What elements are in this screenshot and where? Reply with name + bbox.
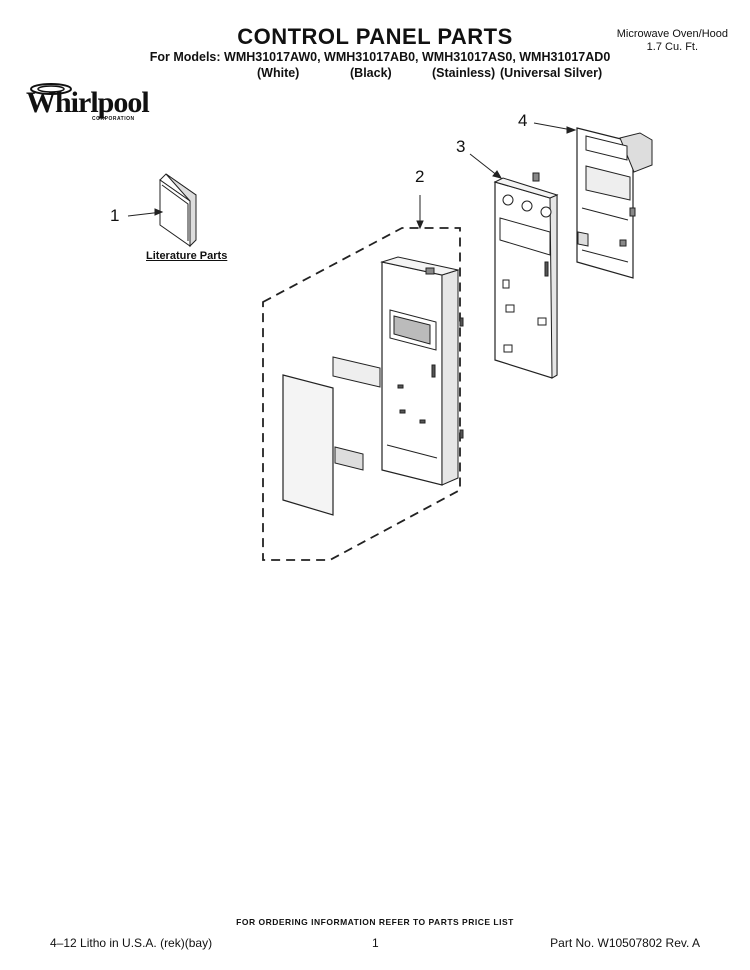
logo-corporation: CORPORATION [92, 116, 135, 122]
ribbon-connector [334, 446, 364, 471]
models-line: For Models: WMH31017AW0, WMH31017AB0, WM… [149, 50, 611, 64]
callout-1: 1 [110, 206, 120, 225]
color-label-white: (White) [257, 66, 300, 80]
part-2-control-panel [380, 256, 464, 486]
part-number: Part No. W10507802 Rev. A [550, 936, 700, 950]
page-number: 1 [372, 936, 379, 950]
keypad-membrane [282, 374, 334, 516]
exploded-view-diagram [127, 122, 653, 561]
logo-wordmark: Whirlpool [26, 86, 150, 119]
color-label-universal-silver: (Universal Silver) [500, 66, 603, 80]
color-label-stainless: (Stainless) [432, 66, 496, 80]
leader-line-3 [469, 153, 499, 177]
product-type: Microwave Oven/Hood [616, 28, 728, 40]
callout-3: 3 [456, 137, 466, 156]
assembly-boundary [262, 227, 461, 561]
part-3-panel-bracket [493, 172, 559, 379]
logo-swirl-icon [30, 83, 72, 95]
arrowhead-2 [416, 220, 424, 230]
arrowhead-1 [154, 208, 164, 216]
part-4-control-board [576, 127, 653, 279]
callout-2: 2 [415, 167, 425, 186]
product-line: Microwave Oven/Hood 1.7 Cu. Ft. [617, 28, 728, 54]
arrowhead-4 [566, 126, 577, 134]
part-1-literature-booklet [159, 173, 197, 248]
callout-4: 4 [518, 111, 528, 130]
color-label-black: (Black) [350, 66, 392, 80]
ordering-note: FOR ORDERING INFORMATION REFER TO PARTS … [236, 917, 514, 927]
litho-note: 4–12 Litho in U.S.A. (rek)(bay) [50, 936, 213, 950]
literature-parts-label: Literature Parts [146, 250, 228, 262]
arrowhead-3 [492, 170, 503, 179]
product-capacity: 1.7 Cu. Ft. [646, 41, 699, 53]
page-title: CONTROL PANEL PARTS [237, 24, 513, 49]
whirlpool-logo: Whirlpool CORPORATION [26, 82, 168, 126]
leader-line-4 [533, 122, 573, 131]
display-window [332, 356, 381, 388]
